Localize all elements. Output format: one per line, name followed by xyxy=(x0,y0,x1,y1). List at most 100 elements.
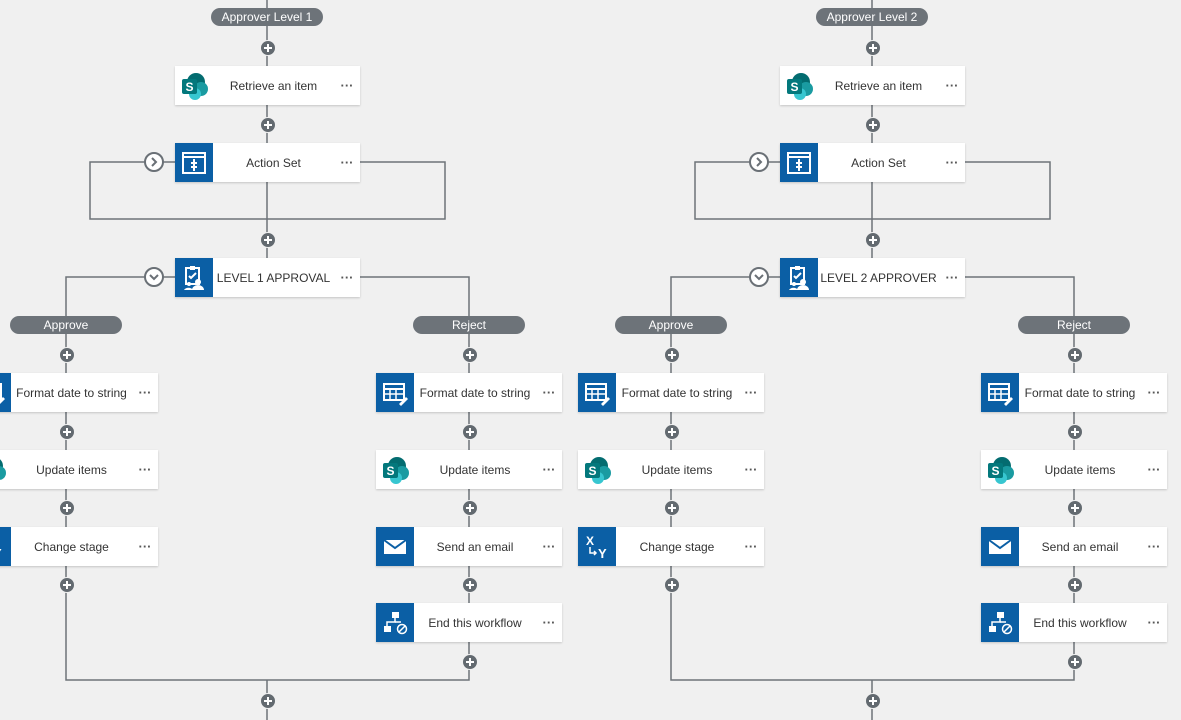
svg-text:S: S xyxy=(386,464,394,478)
approval-action[interactable]: LEVEL 1 APPROVAL ··· xyxy=(175,258,360,297)
format-date-icon xyxy=(981,373,1019,412)
action-label: Retrieve an item xyxy=(229,78,318,93)
add-step-button[interactable] xyxy=(260,693,276,709)
change-stage-icon: XY xyxy=(0,527,11,566)
add-step-button[interactable] xyxy=(664,577,680,593)
approve-branch-label[interactable]: Approve xyxy=(615,316,727,334)
more-options-button[interactable]: ··· xyxy=(542,538,556,554)
more-options-button[interactable]: ··· xyxy=(542,384,556,400)
retrieve-item-action[interactable]: S Retrieve an item ··· xyxy=(175,66,360,105)
action-set-icon xyxy=(780,143,818,182)
more-options-button[interactable]: ··· xyxy=(1147,538,1161,554)
add-step-button[interactable] xyxy=(462,654,478,670)
add-step-button[interactable] xyxy=(59,577,75,593)
add-step-button[interactable] xyxy=(59,424,75,440)
add-step-button[interactable] xyxy=(59,500,75,516)
email-icon xyxy=(981,527,1019,566)
end-workflow-action[interactable]: End this workflow ··· xyxy=(376,603,562,642)
action-label: Retrieve an item xyxy=(834,78,923,93)
send-email-action[interactable]: Send an email ··· xyxy=(376,527,562,566)
format-date-icon xyxy=(376,373,414,412)
add-step-button[interactable] xyxy=(1067,347,1083,363)
add-step-button[interactable] xyxy=(664,347,680,363)
add-step-button[interactable] xyxy=(260,232,276,248)
add-step-button[interactable] xyxy=(462,500,478,516)
approve-branch-label[interactable]: Approve xyxy=(10,316,122,334)
more-options-button[interactable]: ··· xyxy=(1147,614,1161,630)
format-date-action[interactable]: Format date to string ··· xyxy=(376,373,562,412)
reject-branch-label[interactable]: Reject xyxy=(1018,316,1130,334)
approval-icon xyxy=(175,258,213,297)
add-step-button[interactable] xyxy=(1067,500,1083,516)
format-date-action[interactable]: Format date to string ··· xyxy=(578,373,764,412)
expand-toggle[interactable] xyxy=(144,152,164,172)
add-step-button[interactable] xyxy=(462,347,478,363)
email-icon xyxy=(376,527,414,566)
update-items-action[interactable]: S Update items ··· xyxy=(578,450,764,489)
end-workflow-action[interactable]: End this workflow ··· xyxy=(981,603,1167,642)
add-step-button[interactable] xyxy=(865,117,881,133)
more-options-button[interactable]: ··· xyxy=(945,77,959,93)
more-options-button[interactable]: ··· xyxy=(138,384,152,400)
update-items-action[interactable]: S Update items ··· xyxy=(0,450,158,489)
add-step-button[interactable] xyxy=(260,117,276,133)
more-options-button[interactable]: ··· xyxy=(945,269,959,285)
sharepoint-icon: S xyxy=(780,66,818,105)
svg-text:S: S xyxy=(991,464,999,478)
approval-action[interactable]: LEVEL 2 APPROVER ··· xyxy=(780,258,965,297)
add-step-button[interactable] xyxy=(865,232,881,248)
more-options-button[interactable]: ··· xyxy=(340,269,354,285)
action-label: Change stage xyxy=(34,539,109,554)
add-step-button[interactable] xyxy=(865,693,881,709)
more-options-button[interactable]: ··· xyxy=(542,614,556,630)
update-items-action[interactable]: S Update items ··· xyxy=(376,450,562,489)
more-options-button[interactable]: ··· xyxy=(1147,384,1161,400)
more-options-button[interactable]: ··· xyxy=(945,154,959,170)
add-step-button[interactable] xyxy=(1067,654,1083,670)
more-options-button[interactable]: ··· xyxy=(340,154,354,170)
more-options-button[interactable]: ··· xyxy=(744,384,758,400)
more-options-button[interactable]: ··· xyxy=(1147,461,1161,477)
add-step-button[interactable] xyxy=(664,424,680,440)
action-label: Update items xyxy=(1044,462,1116,477)
svg-text:Y: Y xyxy=(598,546,607,561)
reject-branch-label[interactable]: Reject xyxy=(413,316,525,334)
change-stage-action[interactable]: XY Change stage ··· xyxy=(0,527,158,566)
collapse-toggle[interactable] xyxy=(144,267,164,287)
action-label: End this workflow xyxy=(428,615,522,630)
more-options-button[interactable]: ··· xyxy=(542,461,556,477)
update-items-action[interactable]: S Update items ··· xyxy=(981,450,1167,489)
action-label: Format date to string xyxy=(16,385,127,400)
add-step-button[interactable] xyxy=(1067,424,1083,440)
more-options-button[interactable]: ··· xyxy=(340,77,354,93)
format-date-action[interactable]: Format date to string ··· xyxy=(981,373,1167,412)
add-step-button[interactable] xyxy=(664,500,680,516)
approver-level-1-header[interactable]: Approver Level 1 xyxy=(211,8,323,26)
action-label: LEVEL 2 APPROVER xyxy=(820,270,937,285)
add-step-button[interactable] xyxy=(59,347,75,363)
action-label: Format date to string xyxy=(419,385,531,400)
more-options-button[interactable]: ··· xyxy=(138,538,152,554)
action-set-action[interactable]: Action Set ··· xyxy=(175,143,360,182)
expand-toggle[interactable] xyxy=(749,152,769,172)
sharepoint-icon: S xyxy=(578,450,616,489)
add-step-button[interactable] xyxy=(462,424,478,440)
send-email-action[interactable]: Send an email ··· xyxy=(981,527,1167,566)
add-step-button[interactable] xyxy=(1067,577,1083,593)
retrieve-item-action[interactable]: S Retrieve an item ··· xyxy=(780,66,965,105)
more-options-button[interactable]: ··· xyxy=(744,538,758,554)
action-set-action[interactable]: Action Set ··· xyxy=(780,143,965,182)
action-label: Change stage xyxy=(639,539,715,554)
more-options-button[interactable]: ··· xyxy=(744,461,758,477)
format-date-action[interactable]: Format date to string ··· xyxy=(0,373,158,412)
add-step-button[interactable] xyxy=(260,40,276,56)
action-set-icon xyxy=(175,143,213,182)
approver-level-2-header[interactable]: Approver Level 2 xyxy=(816,8,928,26)
collapse-toggle[interactable] xyxy=(749,267,769,287)
add-step-button[interactable] xyxy=(865,40,881,56)
more-options-button[interactable]: ··· xyxy=(138,461,152,477)
add-step-button[interactable] xyxy=(462,577,478,593)
